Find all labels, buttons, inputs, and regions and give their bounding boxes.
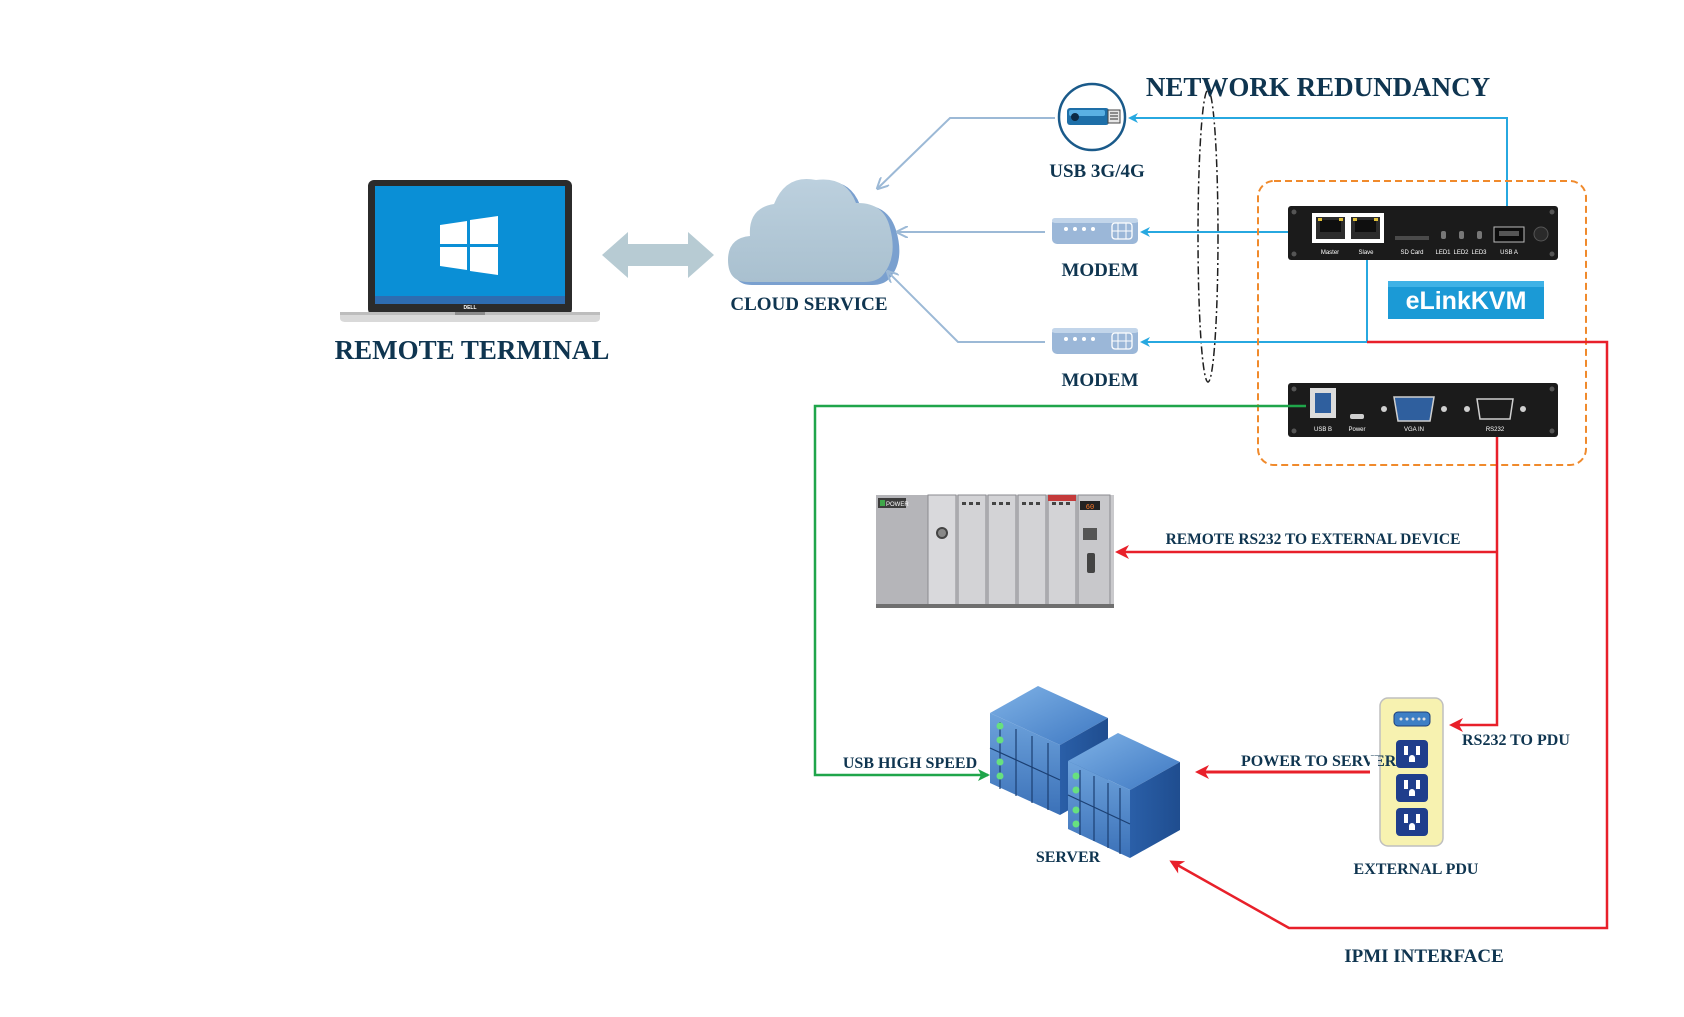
kvm-device-icon: Master Slave SD Card LED1 LED2 LED3 USB … [1288,206,1558,260]
network-redundancy-label: NETWORK REDUNDANCY [1146,72,1490,102]
bidirectional-arrow [602,232,714,278]
plc-display-value: 60 [1086,504,1094,512]
server-label: SERVER [1036,849,1101,866]
port-label-slave: Slave [1358,250,1374,256]
usb-modem-to-cloud-line [878,117,1055,188]
port-label-power: Power [1348,427,1365,433]
brand-badge-shine [1388,281,1544,287]
usb-high-speed-line [813,404,1306,781]
redundancy-ellipse [1197,89,1219,383]
kvm-device-back-icon: USB B Power VGA IN RS232 [1288,383,1558,437]
slave-to-modem2-line [1140,250,1368,347]
brand-badge [1388,281,1544,319]
rs232-main-line [1449,437,1499,732]
laptop-logo: DELL [463,305,476,311]
ipmi-line [1169,340,1609,930]
port-label-led3: LED3 [1471,250,1487,256]
port-label-sd-card: SD Card [1400,250,1423,256]
external-pdu-label: EXTERNAL PDU [1354,861,1479,878]
power-strip-icon [1379,697,1444,847]
plc-power-label: POWER [886,502,909,508]
plc-rack-icon: POWER 60 [876,494,1114,608]
label-mask [1370,756,1378,778]
port-label-master: Master [1321,250,1339,256]
cloud-service-label: CLOUD SERVICE [730,294,887,315]
port-label-led1: LED1 [1435,250,1451,256]
power-to-server-label: POWER TO SERVER [1241,753,1397,770]
modem-icon [1052,218,1138,244]
modem-1-label: MODEM [1061,260,1138,281]
modem-icon [1052,328,1138,354]
port-label-vga-in: VGA IN [1404,427,1424,433]
cloud-icon [728,179,900,285]
modem-2-label: MODEM [1061,370,1138,391]
server-rack-icon [989,686,1180,858]
remote-terminal-label: REMOTE TERMINAL [335,335,610,365]
modem2-to-cloud-line [888,272,1045,343]
ipmi-interface-label: IPMI INTERFACE [1344,946,1504,967]
port-label-usb-a: USB A [1500,250,1518,256]
elinkkvm-enclosure [1257,180,1587,466]
brand-label: eLinkKVM [1406,287,1527,315]
remote-rs232-label: REMOTE RS232 TO EXTERNAL DEVICE [1166,531,1461,548]
port-label-led2: LED2 [1453,250,1469,256]
usb-modem-icon [1057,82,1127,152]
port-label-usb-b: USB B [1314,427,1332,433]
usb-a-to-usb-modem-line [1128,113,1508,228]
rs232-to-pdu-label: RS232 TO PDU [1462,732,1570,749]
usb-high-speed-label: USB HIGH SPEED [843,755,977,772]
port-label-rs232: RS232 [1486,427,1505,433]
laptop-icon: DELL [340,180,600,322]
usb-3g4g-label: USB 3G/4G [1049,161,1145,182]
windows-logo-icon [440,216,498,275]
